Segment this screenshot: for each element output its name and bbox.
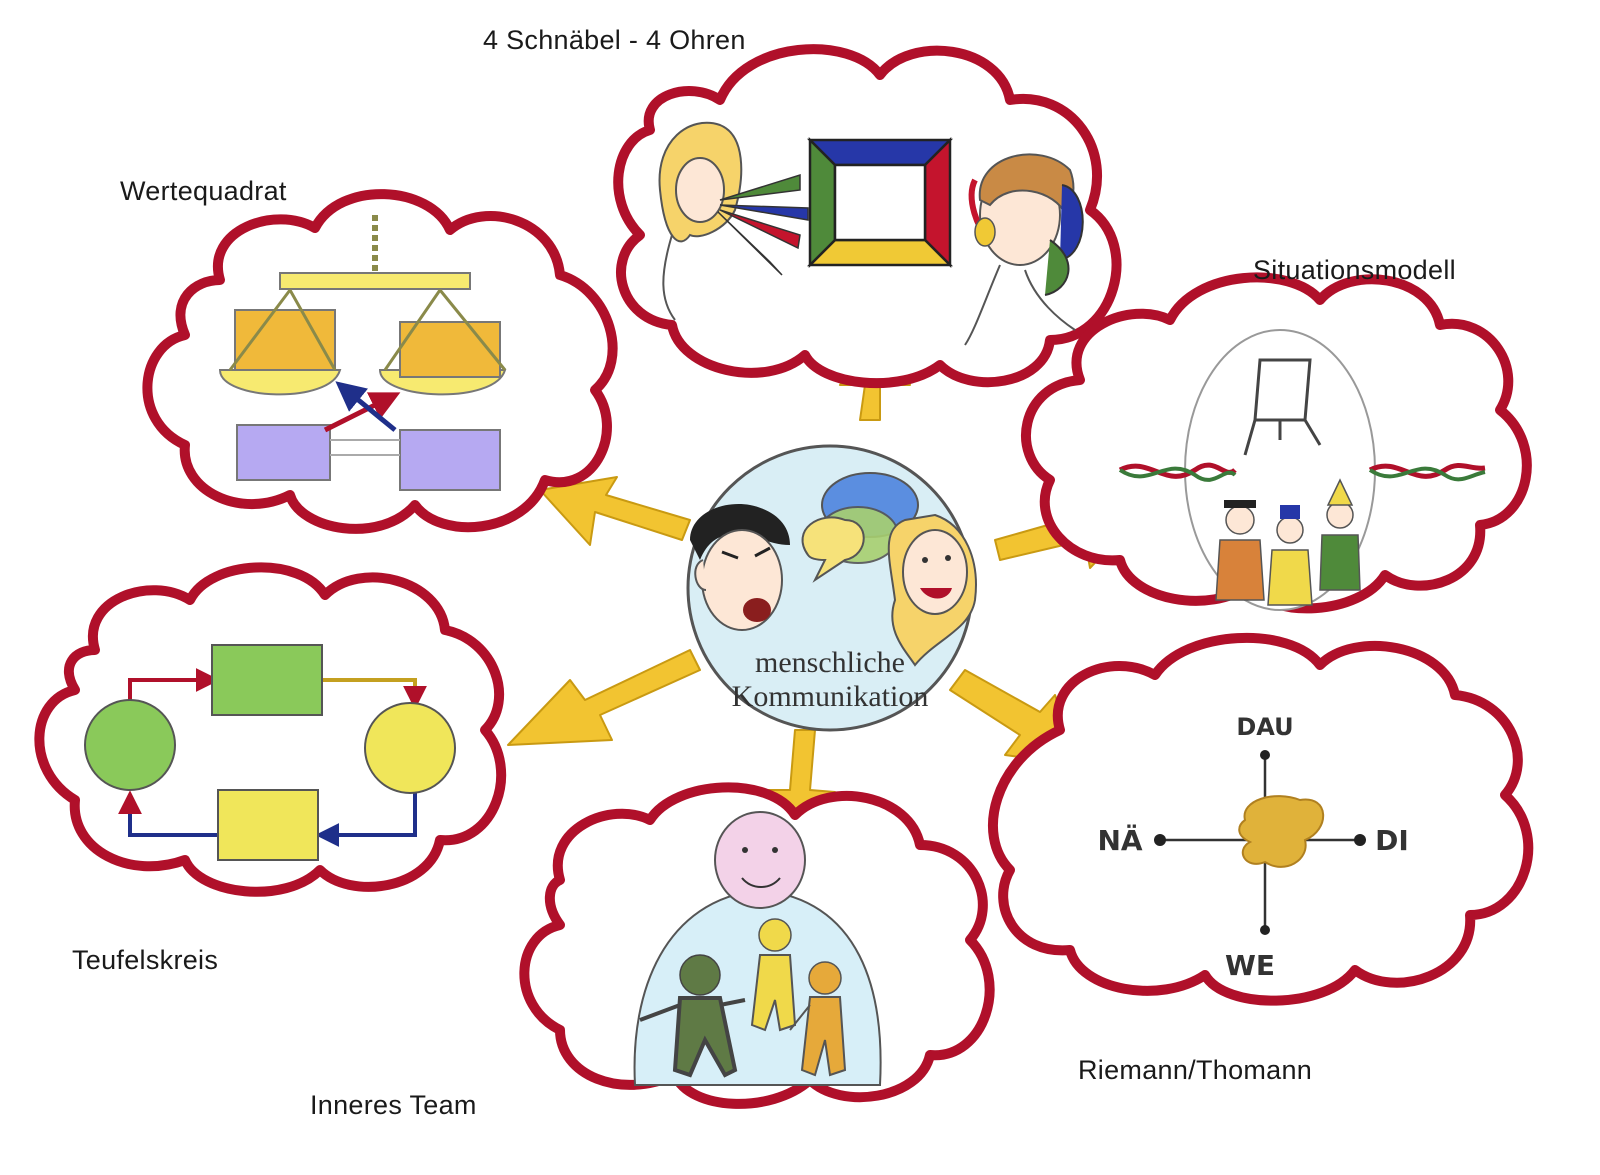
illustration-vier-schnaebel <box>658 121 1084 346</box>
illustration-riemann: DAU NÄ DI WE <box>1097 713 1408 982</box>
arrow-to-wertequadrat <box>539 476 691 546</box>
illustration-situationsmodell <box>1118 329 1486 611</box>
label-wertequadrat: Wertequadrat <box>120 176 287 206</box>
cloud-wertequadrat <box>142 189 618 534</box>
label-vier-schnaebel: 4 Schnäbel - 4 Ohren <box>483 25 746 55</box>
riemann-axis-right: DI <box>1375 824 1409 857</box>
label-situationsmodell: Situationsmodell <box>1253 255 1456 285</box>
center-node: menschliche Kommunikation <box>686 444 977 732</box>
illustration-inneres-team <box>633 811 882 1086</box>
arrow-to-teufelskreis <box>507 649 701 746</box>
illustration-teufelskreis <box>84 644 456 861</box>
label-riemann: Riemann/Thomann <box>1078 1055 1313 1085</box>
center-title-line2: Kommunikation <box>732 680 929 713</box>
riemann-axis-left: NÄ <box>1097 823 1142 857</box>
riemann-axis-bottom: WE <box>1225 949 1275 982</box>
label-teufelskreis: Teufelskreis <box>72 945 219 975</box>
riemann-axis-top: DAU <box>1236 713 1293 741</box>
cloud-teufelskreis <box>34 562 507 897</box>
center-title-line1: menschliche <box>755 646 905 679</box>
illustration-wertequadrat <box>218 215 507 491</box>
label-inneres-team: Inneres Team <box>310 1090 477 1120</box>
